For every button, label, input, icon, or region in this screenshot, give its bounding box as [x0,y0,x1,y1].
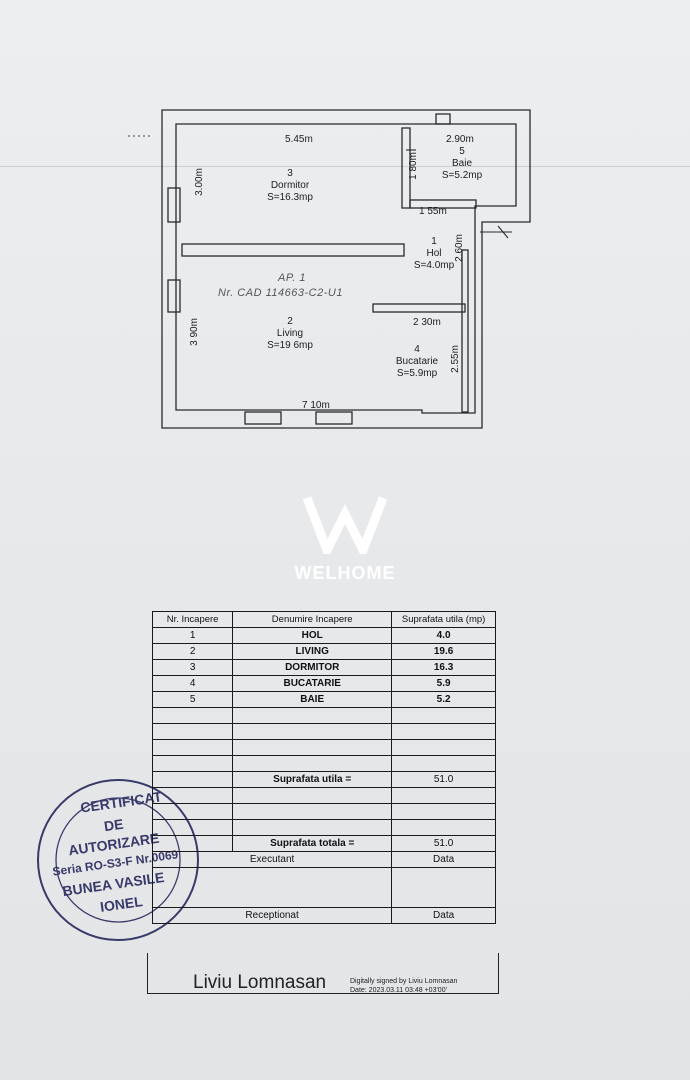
digital-signature-line-2: Date: 2023.03.11 03:48 +03'00' [350,987,447,994]
empty-row [151,787,496,804]
empty-row [151,819,496,836]
cell-name: DORMITOR [232,659,393,676]
room-name: Baie [451,158,472,169]
header-nr: Nr. Incapere [151,611,234,628]
receptionat-row: Receptionat Data [151,907,496,924]
room-dormitor: 3 Dormitor S=16.3mp [250,168,330,204]
dim-bedroom-width: 5.45m [285,134,313,145]
dim-kitchen-width: 2 30m [413,317,441,328]
room-number: 4 [414,344,420,355]
empty-row [151,739,496,756]
table-row: 4 BUCATARIE 5.9 [151,675,496,692]
fold-line [0,166,690,167]
room-number: 2 [287,316,293,327]
dim-bedroom-height: 3.00m [193,168,205,196]
room-number: 1 [431,236,437,247]
cell-area: 5.9 [391,675,496,692]
receptionat-data-label: Data [391,907,496,924]
cell-area: 16.3 [391,659,496,676]
floor-plan: 5.45m 2.90m 3.00m 1 80m 1 55m 2.60m 2 30… [0,0,690,460]
suprafata-utila-row: Suprafata utila = 51.0 [151,771,496,788]
room-hol: 1 Hol S=4.0mp [400,236,468,272]
cell-name: BUCATARIE [232,675,393,692]
room-living: 2 Living S=19 6mp [250,316,330,352]
cell-name: BAIE [232,691,393,708]
empty-row [151,803,496,820]
dim-bath-door: 1 55m [419,206,447,217]
room-name: Dormitor [270,180,310,191]
cell-nr: 5 [151,691,234,708]
table-row: 1 HOL 4.0 [151,627,496,644]
cadastral-number: Nr. CAD 114663-C2-U1 [218,287,343,299]
executant-row: Executant Data [151,851,496,868]
table-row: 3 DORMITOR 16.3 [151,659,496,676]
suprafata-totala-value: 51.0 [391,835,496,852]
cell-nr: 3 [151,659,234,676]
header-suprafata: Suprafata utila (mp) [391,611,496,628]
digital-signature: Digitally signed by Liviu Lomnasan Date:… [350,977,457,995]
table-row: 5 BAIE 5.2 [151,691,496,708]
apartment-number: AP. 1 [278,272,306,284]
suprafata-totala-label: Suprafata totala = [232,835,393,852]
suprafata-totala-row: Suprafata totala = 51.0 [151,835,496,852]
room-area: S=4.0mp [413,260,455,271]
cell-nr: 1 [151,627,234,644]
cell-name: LIVING [232,643,393,660]
room-number: 3 [287,168,293,179]
dim-bath-width: 2.90m [446,134,474,145]
cell-area: 19.6 [391,643,496,660]
room-area: S=16.3mp [267,192,313,203]
rooms-table: Nr. Incapere Denumire Incapere Suprafata… [151,611,496,924]
table-header-row: Nr. Incapere Denumire Incapere Suprafata… [151,611,496,628]
executant-label: Executant [151,851,393,868]
suprafata-utila-label: Suprafata utila = [232,771,393,788]
dim-total-width: 7 10m [302,400,330,411]
watermark-brand: WELHOME [294,563,396,583]
floor-plan-walls [128,109,531,429]
empty-row [151,707,496,724]
digital-signature-line-1: Digitally signed by Liviu Lomnasan [350,978,458,985]
welhome-logo-icon [303,496,387,554]
empty-row [151,867,496,908]
room-area: S=19 6mp [267,340,313,351]
room-name: Living [276,328,304,339]
cell-nr: 4 [151,675,234,692]
room-number: 5 [459,146,465,157]
room-area: S=5.2mp [441,170,483,181]
dim-kitchen-height: 2.55m [449,345,461,373]
dim-bath-height: 1 80m [407,152,419,180]
room-name: Hol [426,248,442,259]
cell-nr: 2 [151,643,234,660]
cell-name: HOL [232,627,393,644]
signature-box [147,953,499,994]
signature-name: Liviu Lomnasan [193,972,327,993]
room-name: Bucatarie [395,356,439,367]
room-bucatarie: 4 Bucatarie S=5.9mp [385,344,449,380]
empty-row [151,723,496,740]
room-baie: 5 Baie S=5.2mp [427,146,497,182]
cell-area: 5.2 [391,691,496,708]
empty-row [151,755,496,772]
cell-area: 4.0 [391,627,496,644]
room-area: S=5.9mp [396,368,438,379]
receptionat-label: Receptionat [151,907,393,924]
executant-data-label: Data [391,851,496,868]
table-row: 2 LIVING 19.6 [151,643,496,660]
stamp-line-2: DE [102,815,125,835]
dim-living-height: 3 90m [188,318,200,346]
header-denumire: Denumire Incapere [232,611,393,628]
suprafata-utila-value: 51.0 [391,771,496,788]
